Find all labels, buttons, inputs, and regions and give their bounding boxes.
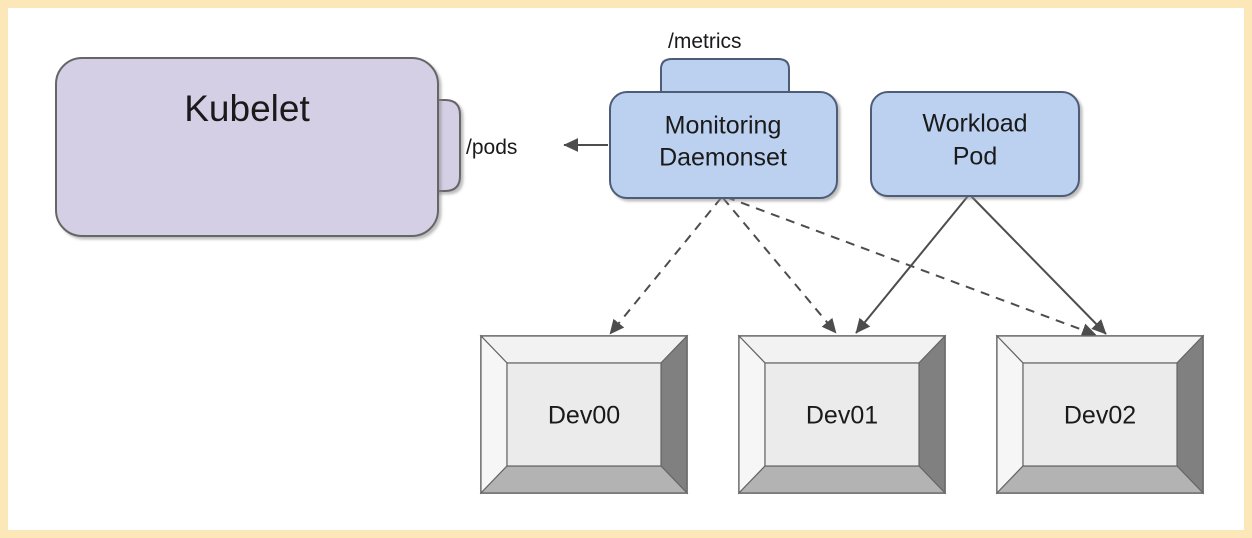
dev00-bevel-top (479, 335, 689, 364)
dev00-label: Dev00 (548, 402, 620, 430)
node-dev00[interactable]: Dev00 (479, 334, 689, 495)
edge-label-metrics: /metrics (668, 30, 742, 53)
dev02-face (1022, 362, 1178, 467)
node-monitoring-daemonset[interactable]: Monitoring Daemonset (609, 58, 838, 199)
diagram-canvas: Kubelet /pods Monitoring Daemonset /metr… (8, 8, 1244, 530)
workload-pod-body (870, 91, 1080, 197)
edge-workload-to-dev02 (970, 195, 1107, 335)
dev01-label: Dev01 (806, 402, 878, 430)
workload-pod-label-line1: Workload (922, 110, 1027, 138)
dev02-bevel-bottom (995, 465, 1205, 494)
workload-pod-label-line2: Pod (953, 143, 997, 171)
edge-workload-to-dev01 (855, 195, 969, 334)
node-dev02[interactable]: Dev02 (995, 334, 1205, 495)
dev01-face (764, 362, 920, 467)
node-workload-pod[interactable]: Workload Pod (870, 91, 1080, 197)
node-kubelet[interactable]: Kubelet (55, 57, 461, 237)
edge-label-pods: /pods (466, 136, 517, 159)
edge-layer (563, 138, 1107, 337)
dev00-bevel-bottom (479, 465, 689, 494)
monitoring-label-line2: Daemonset (659, 144, 787, 172)
monitoring-body (609, 91, 838, 199)
dev01-bevel-top (737, 335, 947, 364)
dev00-face (506, 362, 662, 467)
dev01-bevel-bottom (737, 465, 947, 494)
dev02-label: Dev02 (1064, 402, 1136, 430)
dev02-bevel-top (995, 335, 1205, 364)
edge-monitoring-to-dev01 (722, 197, 837, 334)
node-dev01[interactable]: Dev01 (737, 334, 947, 495)
monitoring-label-line1: Monitoring (665, 112, 782, 140)
edge-monitoring-to-dev00 (609, 197, 722, 335)
kubelet-body (55, 57, 439, 237)
diagram-svg: Kubelet /pods Monitoring Daemonset /metr… (55, 30, 1205, 495)
kubelet-label: Kubelet (184, 88, 310, 129)
